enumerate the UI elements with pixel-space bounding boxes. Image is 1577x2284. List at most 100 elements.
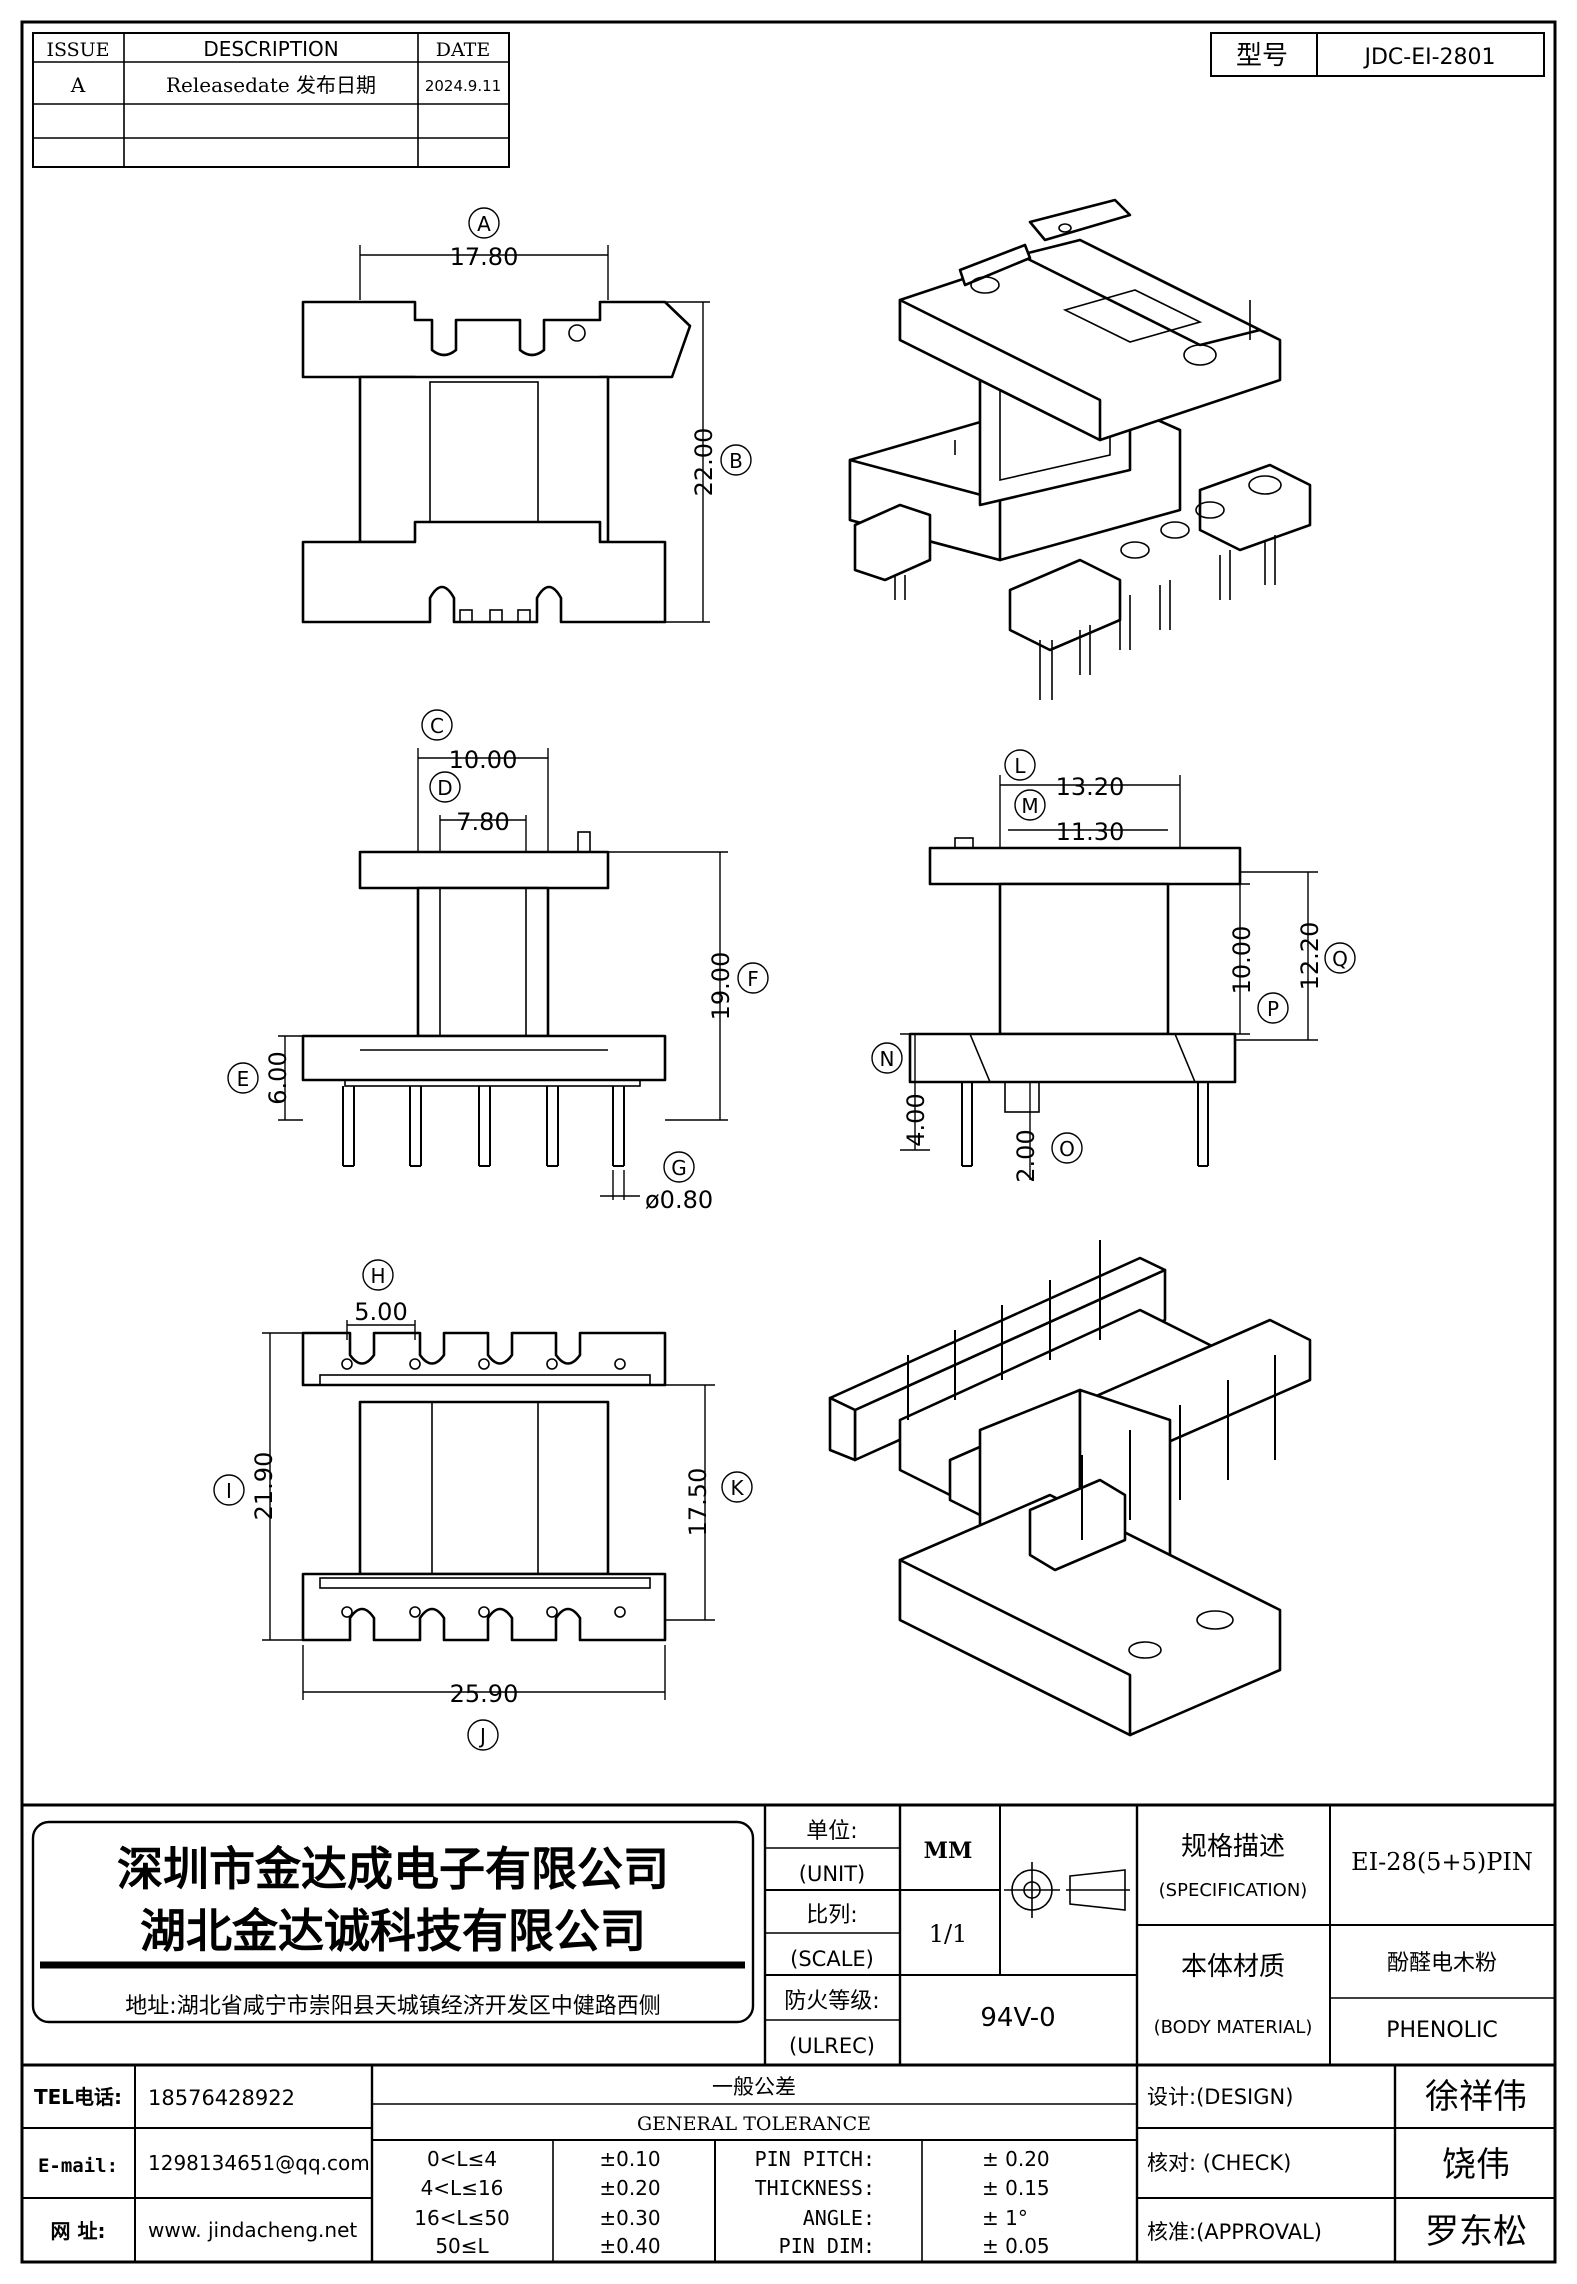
email-label: E-mail: xyxy=(38,2155,118,2177)
revision-table: ISSUE DESCRIPTION DATE A Releasedate 发布日… xyxy=(32,32,510,168)
balloon-C: C xyxy=(430,714,444,738)
dimension-values: 17.80 22.00 10.00 7.80 6.00 19.00 ø0.80 … xyxy=(250,243,1324,1708)
balloon-M: M xyxy=(1021,794,1038,818)
title-block: 深圳市金达成电子有限公司 湖北金达诚科技有限公司 地址:湖北省咸宁市崇阳县天城镇… xyxy=(22,1803,1555,2262)
web-label: 网 址: xyxy=(51,2219,106,2243)
side-view xyxy=(908,837,1242,1167)
balloon-F: F xyxy=(747,967,759,991)
company-address: 地址:湖北省咸宁市崇阳县天城镇经济开发区中健路西侧 xyxy=(125,1994,660,2019)
balloon-O: O xyxy=(1059,1137,1075,1161)
spec-value: EI-28(5+5)PIN xyxy=(1351,1848,1533,1876)
dim-value-C: 10.00 xyxy=(449,746,518,774)
dim-value-P: 10.00 xyxy=(1228,926,1256,995)
unit-label-en: (UNIT) xyxy=(799,1862,866,1886)
dim-value-M: 11.30 xyxy=(1056,818,1125,846)
balloon-K: K xyxy=(730,1476,744,1500)
balloon-L: L xyxy=(1014,754,1026,778)
ul-value: 94V-0 xyxy=(980,2003,1055,2033)
tol-tol-2: ± 0.15 xyxy=(982,2176,1050,2200)
dimension-lines xyxy=(262,245,1318,1700)
tol-value-3: ±0.30 xyxy=(599,2206,660,2230)
top-view xyxy=(301,300,692,624)
ul-label-en: (ULREC) xyxy=(789,2034,875,2058)
dimension-balloons: A B C D E F G H I J K L M N O P Q xyxy=(213,207,1356,1751)
dim-value-H: 5.00 xyxy=(354,1298,407,1326)
material-label: 本体材质 xyxy=(1181,1952,1285,1982)
tol-tol-4: ± 0.05 xyxy=(982,2234,1050,2258)
description-header: DESCRIPTION xyxy=(203,37,338,61)
design-label: 设计:(DESIGN) xyxy=(1147,2085,1293,2109)
ul-label: 防火等级: xyxy=(784,1989,879,2014)
model-box: 型号 JDC-EI-2801 xyxy=(1210,32,1545,77)
email-value: 1298134651@qq.com xyxy=(148,2151,370,2175)
company-name-2: 湖北金达诚科技有限公司 xyxy=(140,1904,646,1958)
tol-name-2: THICKNESS: xyxy=(755,2176,875,2200)
tolerance-title-en: GENERAL TOLERANCE xyxy=(637,2113,871,2135)
check-value: 饶伟 xyxy=(1442,2145,1510,2185)
tol-range-3: 16<L≤50 xyxy=(414,2206,510,2230)
tol-value-1: ±0.10 xyxy=(599,2147,660,2171)
approval-value: 罗东松 xyxy=(1425,2212,1527,2252)
tel-value: 18576428922 xyxy=(148,2086,295,2110)
scale-value: 1/1 xyxy=(929,1920,968,1948)
balloon-N: N xyxy=(880,1047,895,1071)
bottom-view xyxy=(301,1331,667,1642)
date-cell: 2024.9.11 xyxy=(425,77,501,95)
web-value: www. jindacheng.net xyxy=(148,2218,357,2242)
description-cell: Releasedate 发布日期 xyxy=(166,73,376,97)
material-label-en: (BODY MATERIAL) xyxy=(1154,2017,1313,2038)
dim-value-E: 6.00 xyxy=(264,1051,292,1104)
dim-value-K: 17.50 xyxy=(684,1468,712,1537)
check-label: 核对: (CHECK) xyxy=(1147,2151,1291,2175)
material-value: 酚醛电木粉 xyxy=(1387,1951,1497,1976)
spec-label-en: (SPECIFICATION) xyxy=(1159,1880,1308,1901)
balloon-H: H xyxy=(370,1264,385,1288)
front-view xyxy=(301,831,667,1167)
tol-range-4: 50≤L xyxy=(435,2234,489,2258)
dim-value-G: ø0.80 xyxy=(645,1186,713,1214)
scale-label: 比列: xyxy=(806,1903,857,1928)
tol-range-2: 4<L≤16 xyxy=(421,2176,504,2200)
company-name-1: 深圳市金达成电子有限公司 xyxy=(117,1842,669,1896)
iso-view-bottom xyxy=(828,1240,1312,1737)
balloon-Q: Q xyxy=(1332,947,1348,971)
issue-header: ISSUE xyxy=(46,39,109,61)
tol-value-4: ±0.40 xyxy=(599,2234,660,2258)
balloon-J: J xyxy=(478,1724,486,1748)
model-value: JDC-EI-2801 xyxy=(1362,45,1495,70)
tol-range-1: 0<L≤4 xyxy=(427,2147,497,2171)
balloon-B: B xyxy=(729,449,743,473)
dim-value-B: 22.00 xyxy=(690,428,718,497)
dim-value-L: 13.20 xyxy=(1056,773,1125,801)
unit-label: 单位: xyxy=(806,1819,857,1844)
approval-label: 核准:(APPROVAL) xyxy=(1147,2220,1322,2244)
model-label: 型号 xyxy=(1236,41,1288,71)
tol-value-2: ±0.20 xyxy=(599,2176,660,2200)
sheet-border xyxy=(20,20,1557,2264)
dim-value-F: 19.00 xyxy=(707,952,735,1021)
tol-tol-1: ± 0.20 xyxy=(982,2147,1050,2171)
tol-tol-3: ± 1° xyxy=(982,2206,1028,2230)
issue-cell: A xyxy=(70,73,86,97)
balloon-G: G xyxy=(671,1156,687,1180)
dim-value-N: 4.00 xyxy=(902,1093,930,1146)
balloon-P: P xyxy=(1267,997,1279,1021)
design-value: 徐祥伟 xyxy=(1425,2077,1527,2117)
spec-label: 规格描述 xyxy=(1181,1832,1285,1862)
unit-value: MM xyxy=(924,1838,973,1864)
scale-label-en: (SCALE) xyxy=(790,1947,874,1971)
dim-value-D: 7.80 xyxy=(456,808,509,836)
balloon-I: I xyxy=(226,1479,232,1503)
tolerance-title: 一般公差 xyxy=(712,2075,796,2099)
projection-symbol-icon xyxy=(1004,1862,1130,1918)
balloon-E: E xyxy=(237,1067,250,1091)
dim-value-J: 25.90 xyxy=(450,1680,519,1708)
tol-name-1: PIN PITCH: xyxy=(755,2147,875,2171)
material-value-en: PHENOLIC xyxy=(1386,2018,1498,2043)
balloon-D: D xyxy=(437,776,452,800)
tol-name-4: PIN DIM: xyxy=(779,2234,875,2258)
dim-value-A: 17.80 xyxy=(450,243,519,271)
date-header: DATE xyxy=(436,39,490,61)
iso-view-top xyxy=(848,198,1312,700)
